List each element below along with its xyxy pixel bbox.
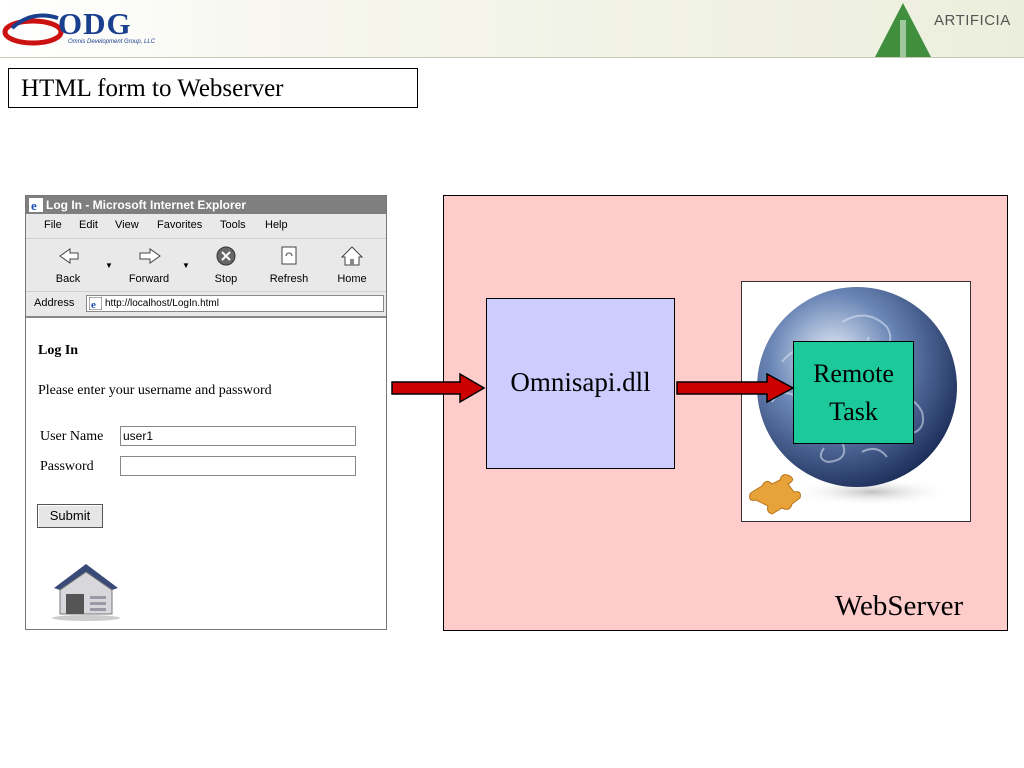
home-icon xyxy=(340,246,364,266)
menu-view[interactable]: View xyxy=(115,219,139,231)
stop-button[interactable]: Stop xyxy=(206,243,246,289)
omnisapi-label: Omnisapi.dll xyxy=(510,367,651,397)
artificia-triangle-icon xyxy=(875,3,931,57)
odg-swoosh-icon xyxy=(2,13,64,46)
password-input[interactable] xyxy=(120,456,356,476)
dll-to-task-arrow xyxy=(676,372,795,404)
back-arrow-icon xyxy=(59,248,79,264)
menu-tools[interactable]: Tools xyxy=(220,219,246,231)
stop-icon xyxy=(216,246,236,266)
address-bar: Address e http://localhost/LogIn.html xyxy=(26,292,386,318)
webserver-label: WebServer xyxy=(835,590,964,622)
refresh-label: Refresh xyxy=(269,273,309,285)
remote-task-line2: Task xyxy=(829,397,878,426)
menu-help[interactable]: Help xyxy=(265,219,288,231)
refresh-icon xyxy=(281,246,297,265)
submit-button[interactable]: Submit xyxy=(37,504,103,528)
page-icon: e xyxy=(89,297,102,310)
back-button[interactable]: Back xyxy=(48,243,88,289)
stop-label: Stop xyxy=(214,273,238,285)
address-label: Address xyxy=(34,297,75,309)
menu-bar: File Edit View Favorites Tools Help xyxy=(26,214,386,239)
username-input[interactable]: user1 xyxy=(120,426,356,446)
svg-text:e: e xyxy=(31,198,37,212)
back-dropdown-icon[interactable]: ▼ xyxy=(105,261,113,270)
forward-label: Forward xyxy=(128,273,170,285)
toolbar: Back ▼ Forward ▼ Stop Refresh xyxy=(26,239,386,292)
menu-edit[interactable]: Edit xyxy=(79,219,98,231)
home-label: Home xyxy=(337,273,367,285)
forward-dropdown-icon[interactable]: ▼ xyxy=(182,261,190,270)
puzzle-piece-icon xyxy=(749,474,801,515)
back-label: Back xyxy=(55,273,81,285)
password-label: Password xyxy=(40,459,94,474)
home-button[interactable]: Home xyxy=(332,243,372,289)
omnisapi-box xyxy=(486,298,675,469)
odg-logo-text: ODG xyxy=(58,6,132,41)
header-band: ODG Omnis Development Group, LLC ARTIFIC… xyxy=(0,0,1024,58)
forward-button[interactable]: Forward xyxy=(124,243,174,289)
username-label: User Name xyxy=(40,429,104,444)
browser-title-bar: e Log In - Microsoft Internet Explorer xyxy=(26,196,386,214)
forward-arrow-icon xyxy=(139,248,161,264)
browser-to-dll-arrow xyxy=(391,372,486,404)
svg-text:e: e xyxy=(91,299,96,310)
artificia-logo-text: ARTIFICIA xyxy=(934,12,1011,29)
slide-title: HTML form to Webserver xyxy=(8,68,418,108)
menu-favorites[interactable]: Favorites xyxy=(157,219,203,231)
browser-window: e Log In - Microsoft Internet Explorer F… xyxy=(25,195,387,630)
page-instructions: Please enter your username and password xyxy=(38,383,272,398)
address-input[interactable]: e http://localhost/LogIn.html xyxy=(86,295,384,312)
address-value: http://localhost/LogIn.html xyxy=(105,298,219,309)
remote-task-line1: Remote xyxy=(813,359,894,388)
remote-task-box: Remote Task xyxy=(793,341,914,444)
menu-file[interactable]: File xyxy=(44,219,62,231)
page-heading: Log In xyxy=(38,343,79,358)
internet-explorer-icon: e xyxy=(29,198,43,212)
refresh-button[interactable]: Refresh xyxy=(264,243,314,289)
odg-logo-subtitle: Omnis Development Group, LLC xyxy=(68,39,156,45)
browser-title: Log In - Microsoft Internet Explorer xyxy=(46,198,247,212)
doghouse-icon xyxy=(52,564,120,621)
